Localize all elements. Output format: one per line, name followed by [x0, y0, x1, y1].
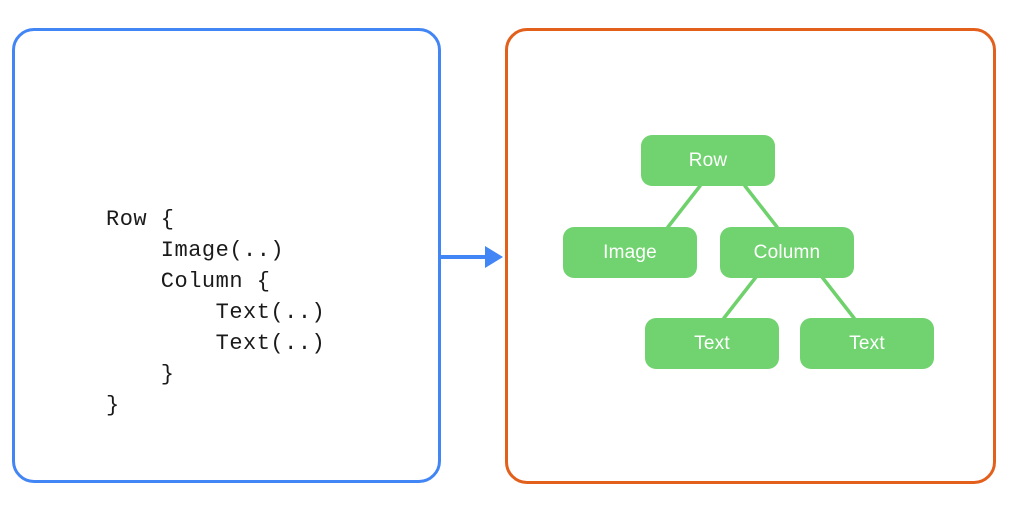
- tree-node-image[interactable]: Image: [563, 227, 697, 278]
- tree-node-column[interactable]: Column: [720, 227, 854, 278]
- code-snippet: Row { Image(..) Column { Text(..) Text(.…: [106, 207, 326, 418]
- tree-node-text-2[interactable]: Text: [800, 318, 934, 369]
- code-panel: Row { Image(..) Column { Text(..) Text(.…: [12, 28, 441, 483]
- tree-node-row[interactable]: Row: [641, 135, 775, 186]
- arrow-right-icon: [439, 246, 503, 268]
- tree-node-text-1[interactable]: Text: [645, 318, 779, 369]
